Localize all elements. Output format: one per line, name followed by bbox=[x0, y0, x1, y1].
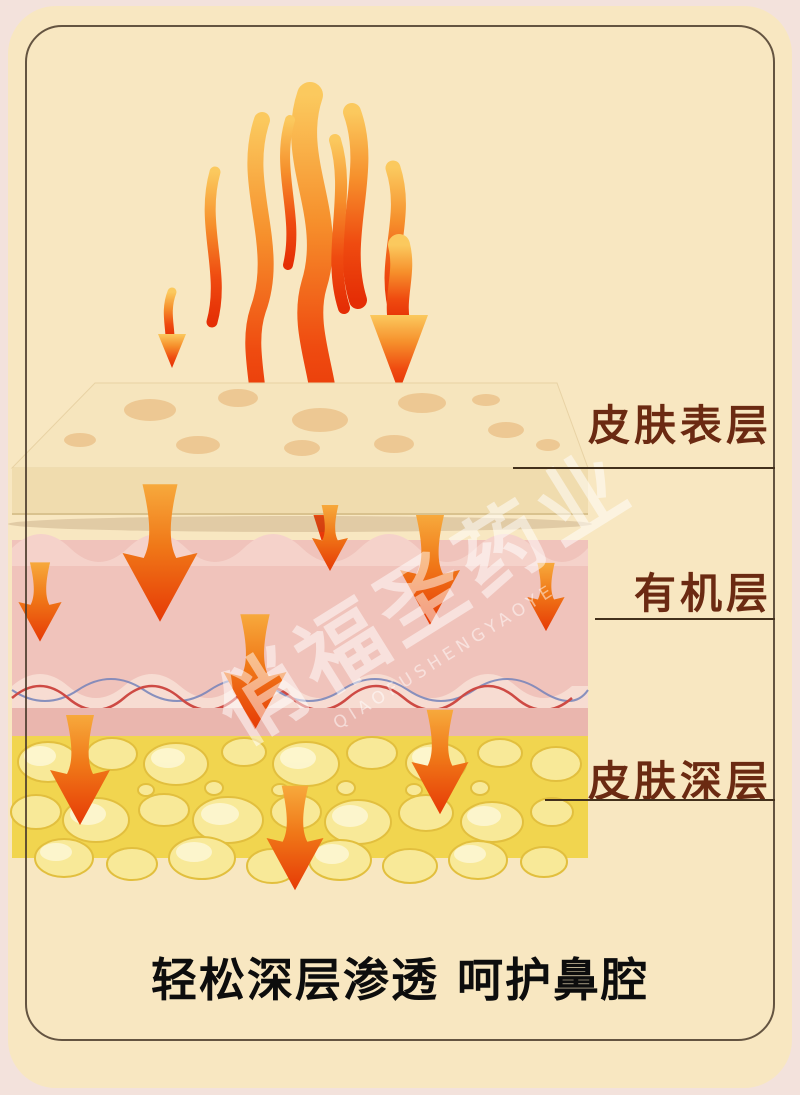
frame-border-line bbox=[25, 25, 775, 1041]
label-underline-organic bbox=[595, 618, 775, 620]
label-organic-layer: 有机层 bbox=[633, 569, 772, 618]
capillary-blue-line bbox=[11, 678, 589, 702]
skin-pore-spots bbox=[64, 389, 560, 456]
capillary-red-line bbox=[11, 684, 573, 712]
label-deep-skin: 皮肤深层 bbox=[587, 757, 772, 806]
label-underline-deep bbox=[545, 799, 775, 801]
label-underline-surface bbox=[513, 467, 775, 469]
caption-title: 轻松深层渗透 呵护鼻腔 bbox=[150, 953, 649, 1007]
label-skin-surface: 皮肤表层 bbox=[587, 401, 772, 450]
